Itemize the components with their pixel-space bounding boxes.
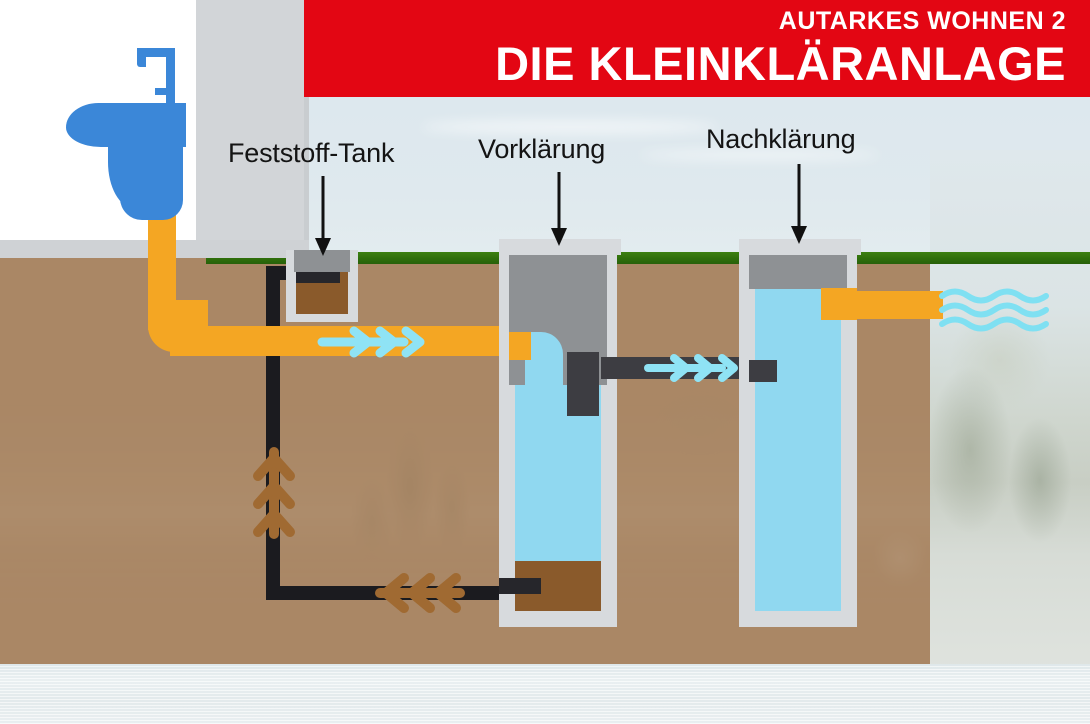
secondary-clarifier-wall-left (739, 252, 755, 627)
primary-clarifier-floor (499, 611, 617, 627)
secondary-clarifier-water (755, 286, 841, 611)
faucet-stem-icon (166, 48, 175, 106)
effluent-outlet-pipe (855, 291, 943, 319)
pointer-arrow-vorklaerung-icon (548, 172, 570, 251)
lake-water-background (0, 664, 1090, 724)
primary-clarifier-cap (499, 239, 621, 255)
sludge-flow-arrow-vertical-icon (252, 430, 296, 550)
pointer-arrow-feststoff-tank-icon (312, 176, 334, 261)
primary-clarifier-inlet-stub (509, 332, 531, 360)
sink-pedestal (120, 140, 183, 220)
effluent-waves-icon (938, 286, 1058, 339)
house-wall-exterior (196, 0, 304, 240)
solids-tank-inlet-pipe (296, 272, 340, 283)
house-wall-edge (304, 0, 309, 256)
sludge-flow-arrow-horizontal-icon (364, 572, 474, 614)
grass-strip (206, 252, 1090, 264)
house-floor-slab (0, 240, 196, 258)
faucet-arm-icon (137, 48, 175, 57)
faucet-spout-icon (137, 48, 146, 67)
secondary-clarifier-inlet-stub (749, 360, 777, 382)
flow-arrow-inlet-icon (317, 326, 428, 358)
label-feststoff-tank: Feststoff-Tank (228, 138, 395, 168)
primary-clarifier-sludge-outlet (499, 578, 541, 594)
primary-clarifier-baffle (567, 352, 599, 416)
sink-basin (66, 103, 186, 147)
pointer-arrow-nachklaerung-icon (788, 164, 810, 249)
faucet-handle-icon (155, 88, 169, 95)
label-nachklaerung: Nachklärung (706, 124, 856, 154)
secondary-clarifier-outlet-stub (821, 288, 857, 320)
house-floor-slab-outer (196, 240, 309, 258)
cloud-wisp-icon (420, 120, 720, 134)
label-vorklaerung: Vorklärung (478, 134, 606, 164)
primary-clarifier-inlet-flow-lower (525, 358, 563, 386)
banner-subtitle: AUTARKES WOHNEN 2 (778, 7, 1066, 35)
title-banner: AUTARKES WOHNEN 2 DIE KLEINKLÄRANLAGE (304, 0, 1090, 97)
cloud-wisp-icon (640, 150, 880, 160)
flow-arrow-mid-icon (644, 354, 744, 382)
secondary-clarifier-wall-right (841, 252, 857, 627)
solids-tank-lid (294, 250, 350, 272)
secondary-clarifier-floor (739, 611, 857, 627)
secondary-clarifier-cap (739, 239, 861, 255)
landscape-photo-right (930, 150, 1090, 670)
banner-title: DIE KLEINKLÄRANLAGE (495, 37, 1066, 90)
